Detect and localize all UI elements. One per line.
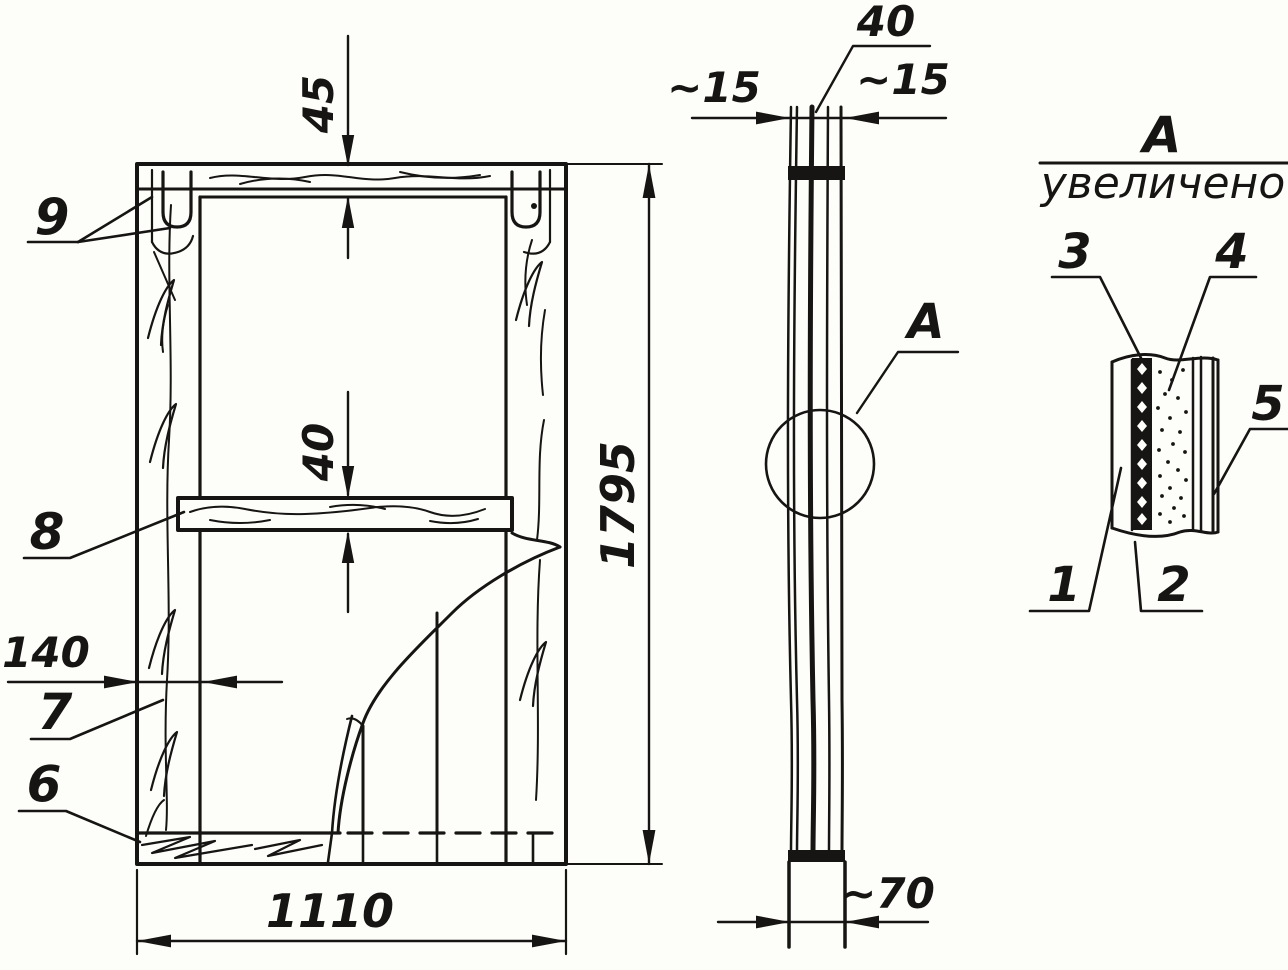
side-view: ~15 ~15 40 A ~70	[667, 0, 960, 949]
break-line-bottom	[1110, 526, 1220, 538]
part-label-7: 7	[29, 683, 165, 741]
detail-circle	[764, 408, 876, 520]
label-5-text: 5	[1251, 376, 1284, 432]
part-label-6: 6	[17, 755, 142, 844]
part-label-8: 8	[22, 503, 186, 561]
bottom-rail	[135, 831, 566, 860]
dim-15-right-text: ~15	[856, 55, 950, 104]
detail-subtitle-text: увеличено	[1039, 158, 1286, 209]
label-1-text: 1	[1047, 557, 1080, 613]
detail-label-5: 5	[1212, 376, 1288, 496]
dim-1795-text: 1795	[591, 441, 645, 569]
dim-1110: 1110	[135, 868, 568, 956]
front-view: 45 40 140 1110 179	[2, 34, 663, 956]
dowel-dot	[531, 203, 537, 209]
dim-140: 140	[2, 628, 284, 689]
label-4-text: 4	[1214, 224, 1248, 280]
middle-rail	[176, 496, 514, 532]
mesh-holes	[1137, 363, 1147, 525]
dim-70-text: ~70	[841, 869, 935, 918]
label-8-text: 8	[30, 503, 65, 561]
dim-45: 45	[294, 34, 355, 260]
detail-label-4: 4	[1167, 224, 1258, 392]
dim-40-front-text: 40	[294, 423, 343, 482]
label-7-text: 7	[38, 683, 73, 741]
plank-lines	[326, 531, 562, 864]
label-9-text: 9	[35, 188, 70, 246]
dim-70: ~70	[716, 869, 935, 929]
detail-callout: A	[764, 294, 960, 520]
corner-joint-left	[150, 168, 195, 353]
detail-view: A увеличено	[1028, 106, 1288, 613]
detail-label-3: 3	[1050, 224, 1143, 360]
dim-140-text: 140	[2, 628, 90, 677]
detail-title-block: A увеличено	[1038, 106, 1288, 209]
dim-45-text: 45	[294, 75, 343, 134]
part-label-9: 9	[26, 188, 172, 246]
corner-joint-right	[510, 168, 552, 396]
dim-40-leader	[814, 44, 932, 114]
bottom-rail-base	[787, 860, 847, 949]
insulation-stipple	[1156, 368, 1188, 524]
detail-title-text: A	[1139, 106, 1182, 164]
detail-marker-text: A	[903, 294, 944, 350]
detail-marker-leader	[855, 350, 960, 415]
detail-label-1: 1	[1028, 466, 1123, 613]
bottom-rail-section	[788, 850, 845, 862]
label-3-text: 3	[1058, 224, 1091, 280]
dim-thickness: ~15 ~15 40	[667, 0, 950, 125]
label-6-text: 6	[27, 755, 62, 813]
dim-15-left-text: ~15	[667, 63, 761, 112]
dim-40-side-text: 40	[856, 0, 915, 46]
profile-layers	[786, 104, 844, 855]
top-rail-grain	[209, 171, 491, 185]
right-stile-grain	[514, 260, 548, 801]
top-rail-section	[788, 166, 845, 180]
section-block	[1110, 353, 1220, 538]
label-2-text: 2	[1157, 557, 1190, 613]
detail-label-2: 2	[1133, 540, 1204, 613]
dim-40-front: 40	[294, 390, 355, 614]
dim-1795: 1795	[591, 162, 656, 866]
left-stile-grain	[145, 204, 179, 837]
dim-1110-text: 1110	[266, 884, 394, 938]
